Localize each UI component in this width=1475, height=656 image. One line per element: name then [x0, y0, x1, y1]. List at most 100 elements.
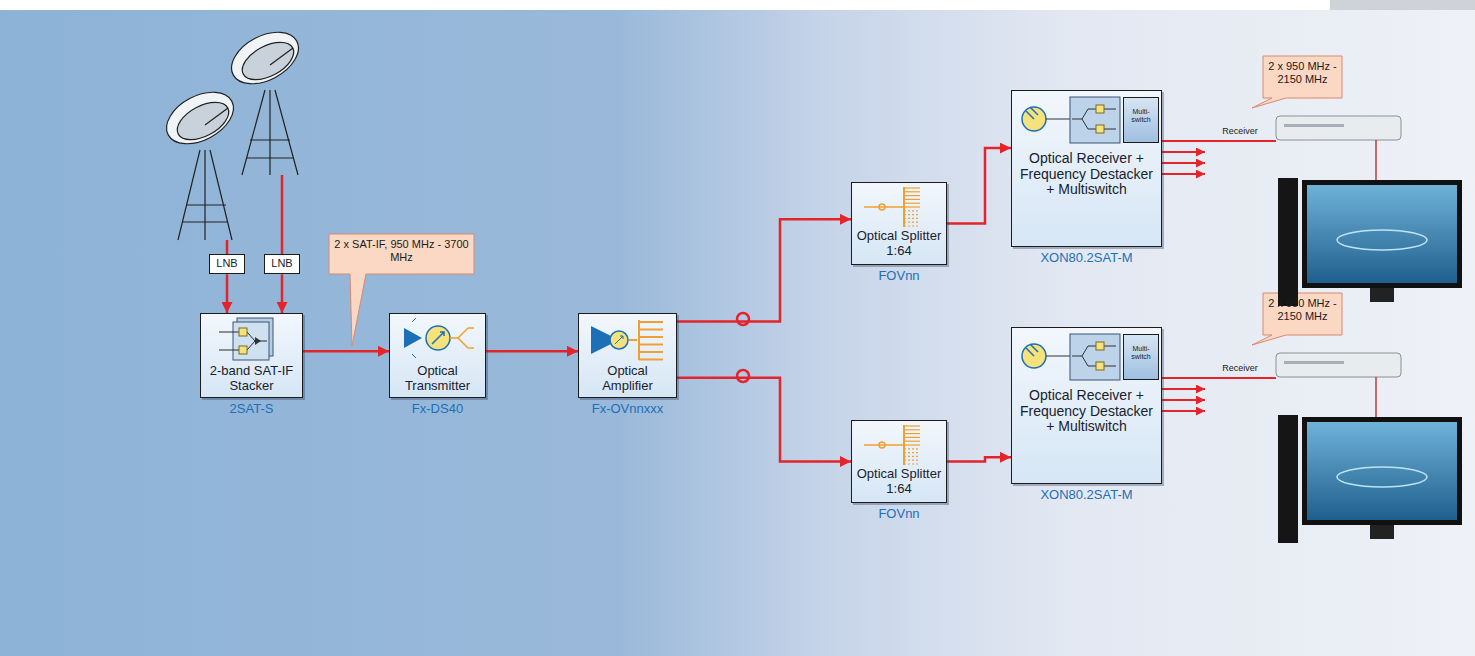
icon-part — [639, 336, 663, 338]
signal-label: Receiver — [1214, 126, 1266, 136]
multiswitch-box: Multi-switch — [1123, 97, 1159, 143]
signal-line — [281, 274, 284, 313]
icon-part — [255, 337, 261, 345]
signal-line — [947, 457, 1011, 461]
receiver-outputs — [1162, 141, 1276, 411]
box-title: Optical Transmitter — [393, 364, 482, 393]
icon-part — [432, 332, 444, 344]
icon-part — [1046, 356, 1070, 357]
lnb-box: LNB — [209, 254, 245, 274]
icon-part — [904, 199, 920, 200]
icon-part — [904, 222, 920, 223]
icon-part — [904, 214, 920, 215]
icon-part — [412, 318, 416, 358]
signal-line — [947, 148, 1011, 223]
icon-part — [864, 444, 904, 446]
part-number: FOVnn — [832, 506, 966, 521]
icon-part — [904, 203, 920, 204]
icon-part — [904, 195, 920, 196]
icon-part — [1096, 105, 1104, 113]
icon-part — [904, 433, 920, 434]
icon-part — [904, 444, 920, 445]
icon-part — [1046, 119, 1070, 120]
box-title: Optical Splitter 1:64 — [855, 229, 943, 258]
box-icon — [852, 183, 945, 229]
icon-part — [1096, 362, 1104, 370]
icon-part — [904, 187, 920, 188]
icon-part — [864, 206, 904, 208]
icon-part — [239, 346, 247, 354]
icon-part — [904, 463, 920, 464]
icon-part — [404, 328, 422, 348]
icon-part — [904, 425, 920, 426]
top-strip — [0, 0, 1475, 10]
icon-part — [904, 441, 920, 442]
icon-part — [639, 359, 663, 361]
callout-text: 2 x 950 MHz - 2150 MHz — [1264, 60, 1341, 85]
stacker-box: 2-band SAT-IF Stacker2SAT-S — [200, 313, 303, 398]
top-strip-grey — [1330, 0, 1475, 10]
box-title: Optical Receiver + Frequency Destacker +… — [1015, 388, 1158, 435]
box-title: Multi-switch — [1125, 345, 1157, 361]
part-number: XON80.2SAT-M — [992, 250, 1181, 265]
signal-line — [486, 350, 578, 353]
signal-line — [226, 274, 229, 313]
icon-part — [904, 225, 920, 226]
box-icon — [390, 314, 484, 364]
part-number: FOVnn — [832, 268, 966, 283]
icon-part — [904, 191, 920, 192]
icon-part — [1072, 109, 1116, 129]
box-title: LNB — [213, 257, 241, 269]
part-number: 2SAT-S — [181, 401, 322, 416]
part-number: Fx-DS40 — [370, 401, 505, 416]
icon-part — [639, 321, 663, 323]
signal-line — [677, 378, 851, 462]
lnb-box: LNB — [264, 254, 300, 274]
icon-part — [1022, 344, 1046, 368]
box-title: 2-band SAT-IF Stacker — [204, 364, 299, 393]
icon-part — [639, 344, 663, 346]
satellite-dish — [158, 82, 242, 240]
icon-part — [1070, 334, 1120, 380]
satellite-dish — [223, 22, 307, 175]
receiver-box: Optical Receiver + Frequency Destacker +… — [1011, 327, 1162, 484]
box-icon — [579, 314, 675, 364]
receiver-box: Optical Receiver + Frequency Destacker +… — [1011, 90, 1162, 247]
box-title: Optical Splitter 1:64 — [855, 467, 943, 496]
box-title: Multi-switch — [1125, 108, 1157, 124]
icon-part — [239, 328, 247, 336]
icon-part — [879, 204, 885, 210]
icon-part — [904, 206, 920, 207]
icon-part — [904, 437, 920, 438]
box-title: Optical Receiver + Frequency Destacker +… — [1015, 151, 1158, 198]
icon-part — [615, 336, 623, 344]
callout-bubble — [1252, 293, 1342, 345]
transmitter-box: Optical TransmitterFx-DS40 — [389, 313, 486, 398]
icon-part — [904, 452, 920, 453]
icon-part — [610, 331, 628, 349]
icon-part — [1096, 342, 1104, 350]
icon-part — [450, 328, 474, 348]
box-title: Optical Amplifier — [582, 364, 673, 393]
callout-bubble — [1252, 56, 1342, 108]
box-icon — [201, 314, 301, 364]
icon-part — [629, 320, 639, 360]
icon-part — [1070, 97, 1120, 143]
icon-part — [879, 442, 885, 448]
box-icon — [852, 421, 945, 467]
part-number: XON80.2SAT-M — [992, 487, 1181, 502]
box-title: LNB — [268, 257, 296, 269]
icon-part — [1096, 125, 1104, 133]
receiver-set — [1276, 353, 1462, 543]
fibre-loop — [737, 313, 749, 325]
splitter-box: Optical Splitter 1:64FOVnn — [851, 182, 947, 265]
icon-part — [904, 429, 920, 430]
icon-part — [904, 456, 920, 457]
callout-text: 2 x 950 MHz - 2150 MHz — [1264, 297, 1341, 322]
icon-part — [639, 351, 663, 353]
callout-text: 2 x SAT-IF, 950 MHz - 3700 MHz — [331, 238, 472, 263]
icon-part — [1022, 107, 1046, 131]
receiver-set — [1276, 116, 1462, 306]
fibre-loop — [737, 370, 749, 382]
